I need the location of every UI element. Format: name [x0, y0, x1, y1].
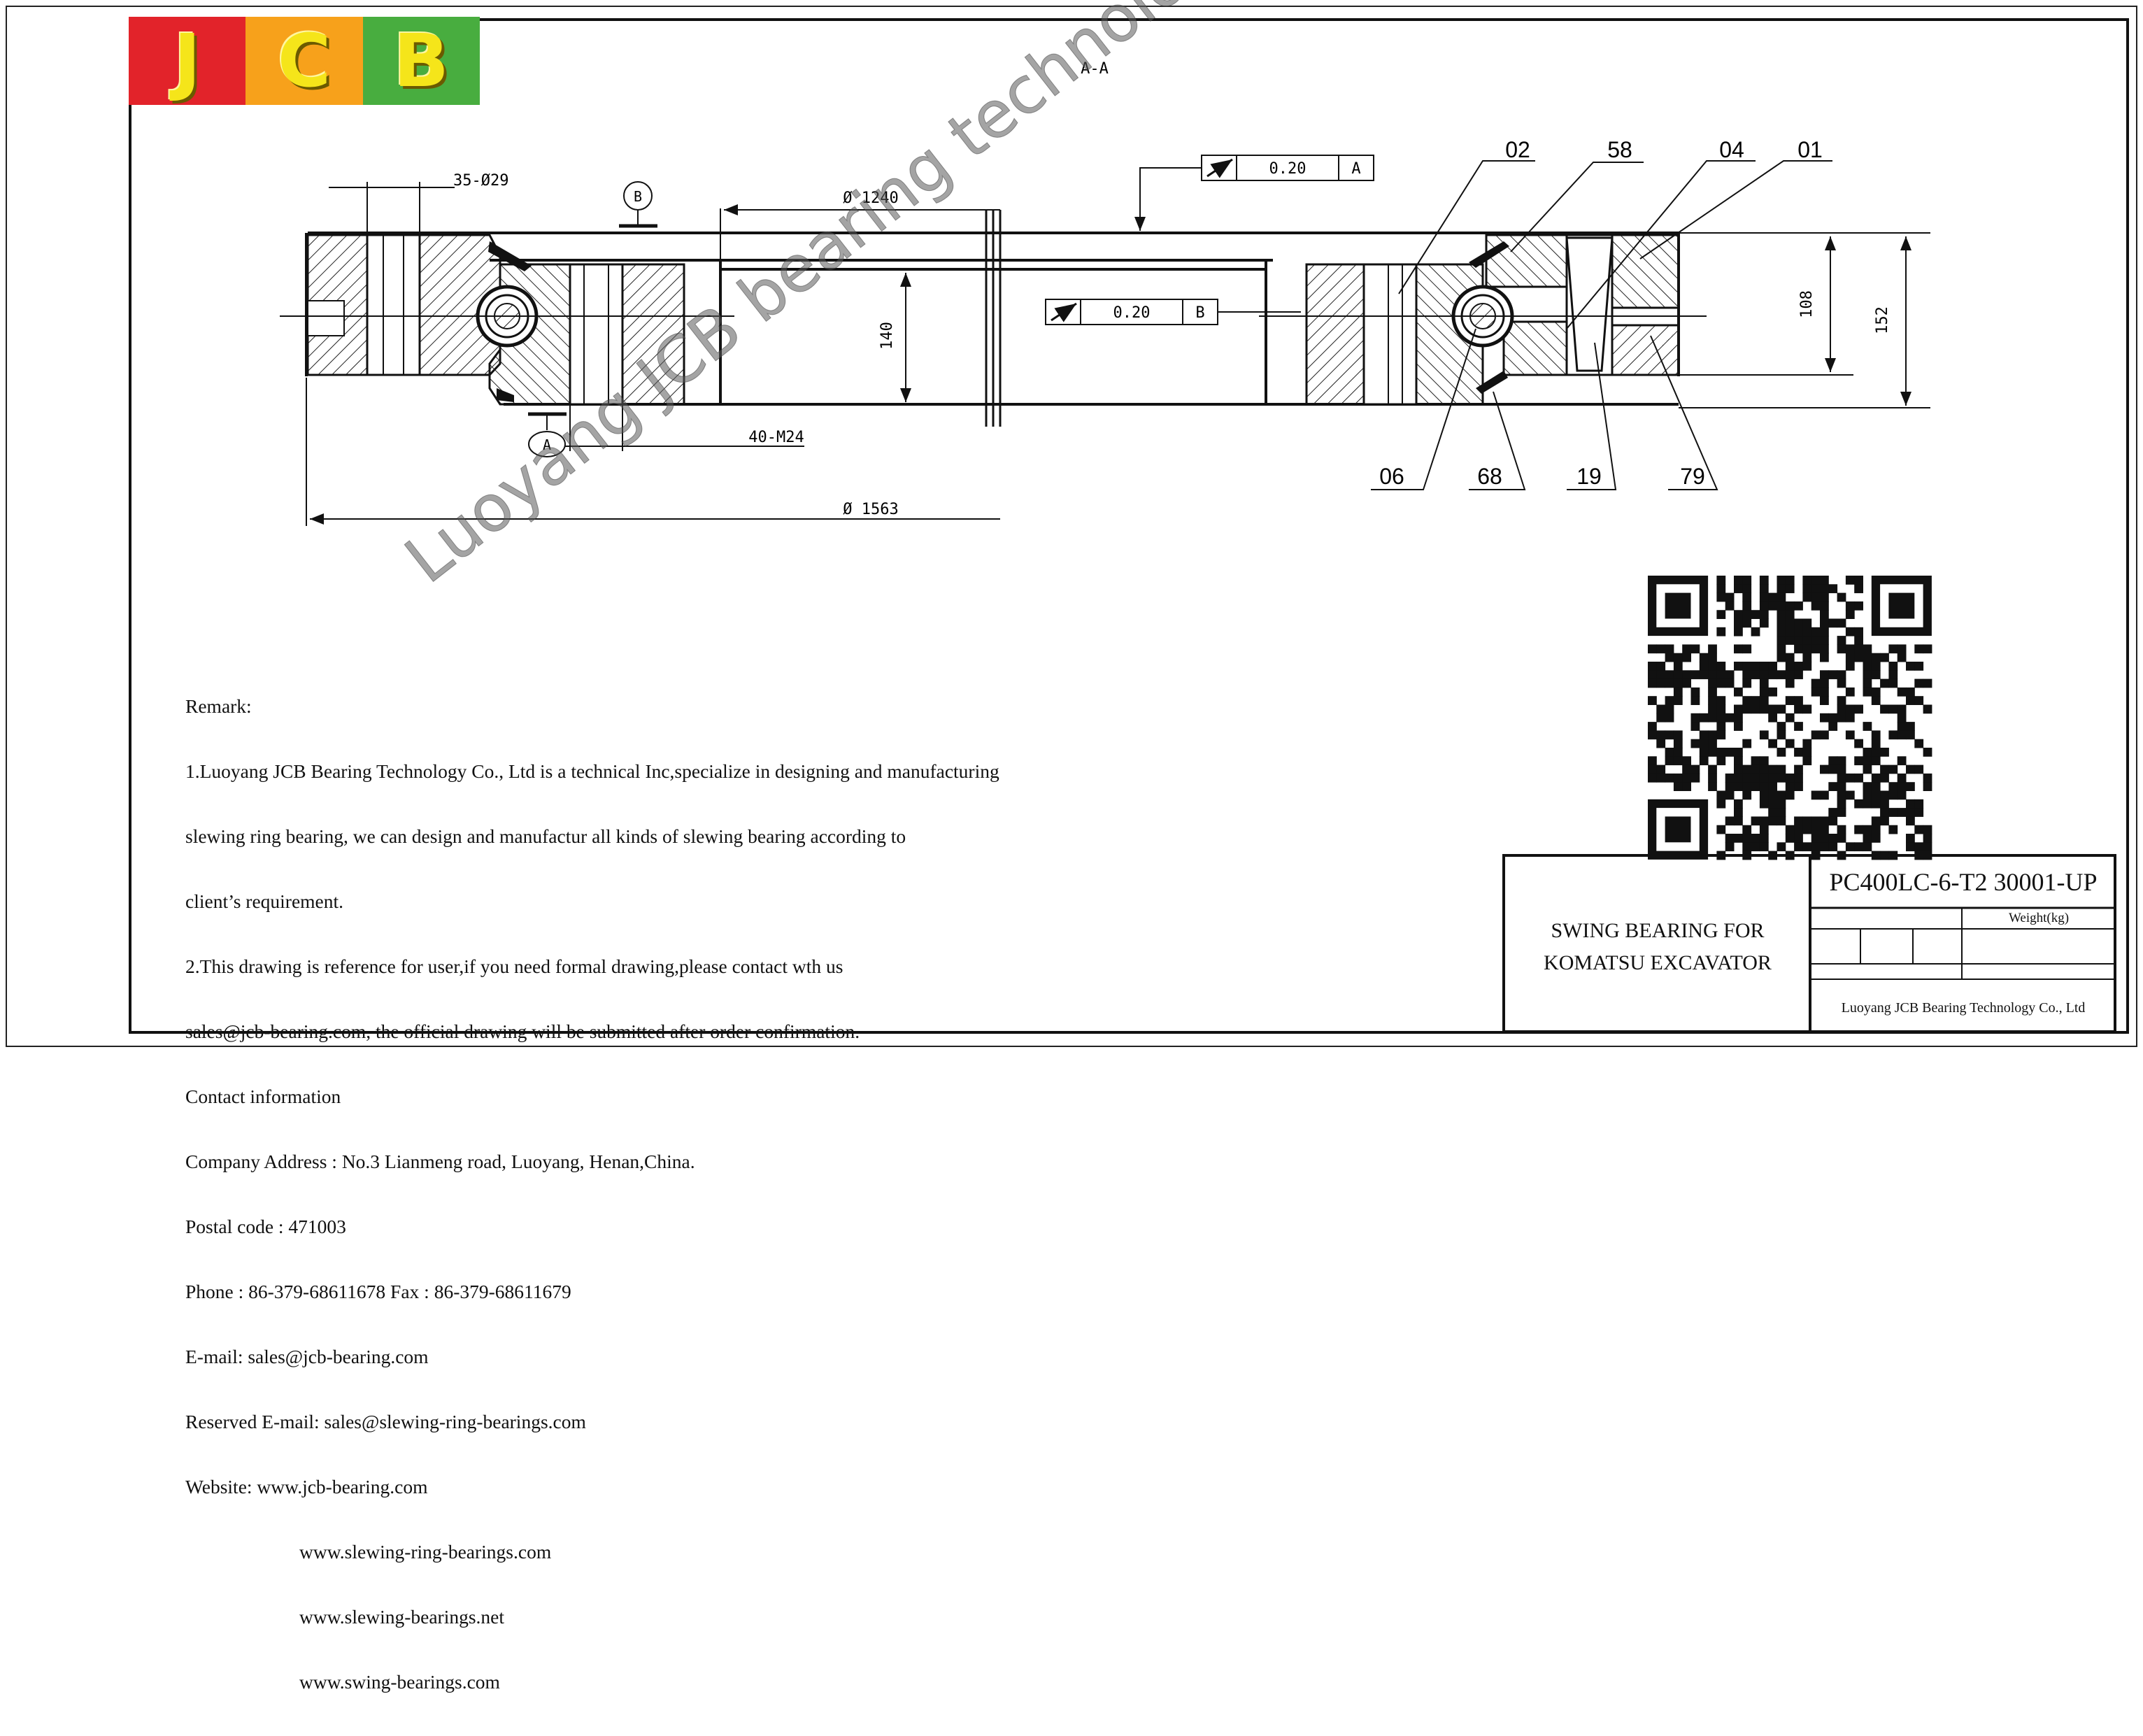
inner-frame	[129, 18, 2129, 1034]
dim-bolt-holes-label: 35-Ø29	[453, 172, 508, 190]
remark-website[interactable]: Website: www.jcb-bearing.com	[185, 1476, 428, 1497]
bearing-section-drawing: A-A	[280, 60, 2116, 1033]
part-number-02: 02	[1505, 137, 1530, 162]
part-number-04: 04	[1719, 137, 1744, 162]
left-seals	[488, 241, 532, 402]
remark-line: 2.This drawing is reference for user,if …	[185, 955, 843, 977]
section-label: A-A	[1081, 60, 1109, 78]
weight-label: Weight(kg)	[2008, 911, 2070, 925]
left-roller	[280, 285, 734, 348]
website-link[interactable]: www.swing-bearings.com	[299, 1671, 500, 1693]
jcb-logo: J C B	[129, 17, 480, 105]
break-lines	[985, 210, 1002, 427]
remark-line: Phone : 86-379-68611678 Fax : 86-379-686…	[185, 1281, 571, 1302]
remark-email[interactable]: E-mail: sales@jcb-bearing.com	[185, 1346, 429, 1367]
part-number-58: 58	[1607, 137, 1632, 162]
outer-frame	[6, 6, 2137, 1047]
part-number-title: PC400LC-6-T2 30001-UP	[1829, 868, 2098, 896]
tolerance-top-value: 0.20	[1269, 160, 1307, 178]
logo-letter-b: B	[362, 17, 480, 105]
drawing-sheet: J C B A-A	[6, 0, 2137, 1693]
remark-line: 1.Luoyang JCB Bearing Technology Co., Lt…	[185, 760, 999, 782]
datum-b	[619, 181, 657, 228]
logo-letter-c: C	[245, 17, 363, 105]
right-inner-ring	[1305, 263, 1484, 406]
right-outer-ring	[1485, 234, 1680, 376]
dim-height-inner-label: 140	[878, 322, 896, 350]
datum-a-label: A	[543, 436, 551, 453]
dim-bolt-holes	[329, 182, 455, 235]
right-roller	[1259, 285, 1707, 348]
remark-line: Company Address : No.3 Lianmeng road, Lu…	[185, 1151, 695, 1172]
title-block	[1502, 854, 2116, 1033]
qr-code[interactable]	[1648, 576, 1932, 860]
datum-a	[528, 406, 804, 457]
part-number-01: 01	[1797, 137, 1823, 162]
tolerance-mid-value: 0.20	[1113, 304, 1151, 322]
tolerance-frame-mid	[1045, 299, 1301, 325]
dim-right-heights	[1567, 232, 1930, 408]
remark-line: slewing ring bearing, we can design and …	[185, 825, 906, 847]
remark-line: client’s requirement.	[185, 890, 344, 912]
logo-letter-j: J	[129, 17, 246, 105]
part-number-19: 19	[1576, 464, 1602, 489]
website-link[interactable]: www.slewing-bearings.net	[299, 1606, 505, 1628]
website-link[interactable]: www.slewing-ring-bearings.com	[299, 1541, 552, 1563]
left-outer-ring	[306, 234, 501, 376]
remark-line: sales@jcb-bearing.com, the official draw…	[185, 1020, 860, 1042]
part-leaders-bottom	[1371, 328, 1718, 490]
remark-line: Remark:	[185, 695, 252, 717]
remark-line: Contact information	[185, 1086, 341, 1107]
datum-b-label: B	[634, 188, 642, 205]
dim-outer-diameter	[306, 378, 1000, 526]
right-seals	[1469, 241, 1509, 394]
dim-inner-diameter	[720, 204, 1000, 260]
tolerance-top-datum: A	[1351, 160, 1360, 178]
part-number-79: 79	[1680, 464, 1705, 489]
tolerance-frame-top	[1134, 155, 1374, 231]
tolerance-mid-datum: B	[1195, 304, 1204, 322]
part-number-68: 68	[1477, 464, 1502, 489]
dim-height-total-label: 152	[1874, 306, 1891, 334]
dim-height-108-label: 108	[1798, 290, 1816, 318]
product-line-2: KOMATSU EXCAVATOR	[1544, 951, 1772, 974]
dim-outer-diameter-label: Ø 1563	[843, 501, 898, 518]
remark-reserved-email[interactable]: Reserved E-mail: sales@slewing-ring-bear…	[185, 1411, 586, 1432]
company-name: Luoyang JCB Bearing Technology Co., Ltd	[1841, 1000, 2086, 1016]
part-leaders-top	[1398, 160, 1832, 329]
product-line-1: SWING BEARING FOR	[1551, 919, 1765, 942]
dim-tapped-holes-label: 40-M24	[748, 429, 804, 446]
remarks-block: Remark: 1.Luoyang JCB Bearing Technology…	[185, 652, 999, 1736]
product-description: SWING BEARING FOR KOMATSU EXCAVATOR	[1511, 915, 1804, 979]
remark-line: Postal code : 471003	[185, 1216, 346, 1237]
dim-inner-diameter-label: Ø 1240	[843, 190, 898, 207]
part-number-06: 06	[1379, 464, 1404, 489]
